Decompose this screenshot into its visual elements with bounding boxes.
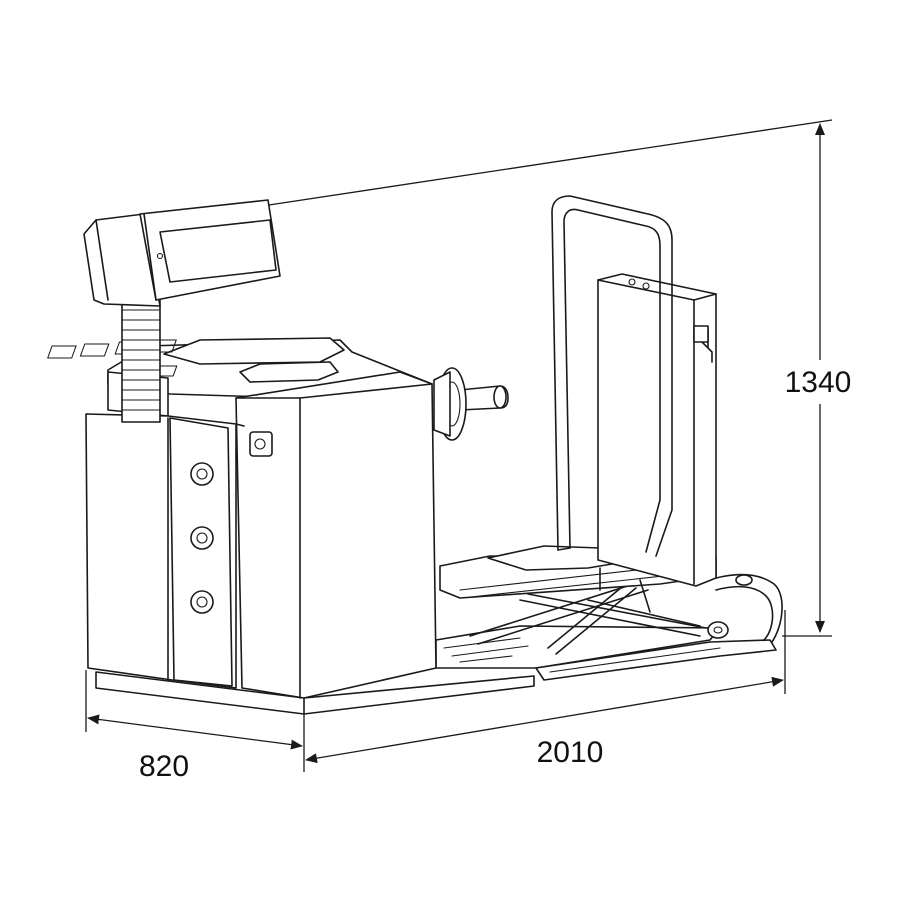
lift-column: [597, 273, 717, 587]
control-knobs: [190, 462, 214, 614]
power-switch: [249, 431, 273, 457]
handle-rail: [715, 573, 783, 643]
height-dimension-label: 1340: [785, 366, 852, 399]
depth-dimension-label: 820: [139, 750, 189, 783]
display-neck: [121, 299, 161, 423]
display-monitor: [83, 199, 281, 307]
hood-frame: [551, 195, 673, 557]
length-dimension-label: 2010: [537, 736, 604, 769]
balancer-cabinet: [47, 337, 437, 699]
dimension-lines: [87, 123, 825, 764]
scissor-lift: [435, 545, 777, 681]
balancer-shaft: [433, 367, 509, 441]
length-dimension-line: [305, 676, 784, 764]
depth-dimension-line: [87, 714, 303, 750]
